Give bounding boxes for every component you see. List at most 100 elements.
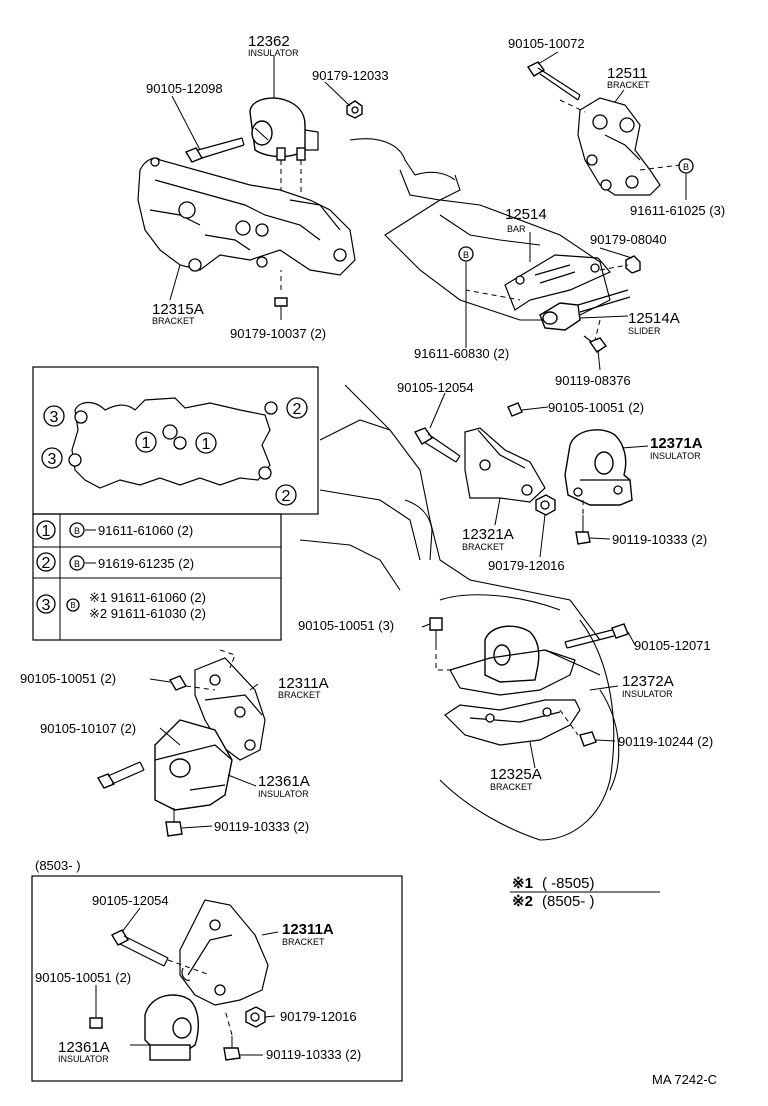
part-number-label: 91611-60830 (2) [414,346,509,361]
gasket-hole-icon [68,453,82,467]
part-number-label: 12514A [628,310,680,327]
slider-12514A-drawing [539,289,631,331]
part-number-label: 12311A [278,675,329,692]
part-number-label: 90105-12054 [397,380,474,395]
legend-marker: B [74,526,80,536]
gasket-callout-3a: 3 [43,405,65,427]
part-name-label: INSULATOR [258,789,309,799]
gasket-callout-2a: 2 [286,397,308,419]
part-name-label: INSULATOR [622,689,673,699]
bracket-12321A-drawing [464,427,546,503]
marker-letter: B [463,250,469,260]
part-number-label: 90119-10333 (2) [612,532,707,547]
note-2-range: (8505- ) [542,893,595,910]
part-name-label: INSULATOR [650,451,701,461]
part-number-label: 90105-10051 (2) [35,970,131,985]
engine-outline [299,138,620,841]
gasket-callout-3b: 3 [41,447,63,469]
legend-part-number: 91611-61060 (2) [98,523,193,538]
part-number-label: 90179-10037 (2) [230,326,326,341]
bolt-90105-10107-drawing [96,761,145,789]
note-1-mark: ※1 [512,875,533,892]
gasket-callout-2b: 2 [275,484,297,506]
part-number-label: 12315A [152,301,204,318]
gasket-hole-icon [258,466,272,480]
bolt-marker-b-icon [678,158,694,174]
part-number-label: 90119-10333 (2) [266,1047,361,1062]
part-number-label: 91611-61025 (3) [630,203,725,218]
part-number-label: 12511 [607,65,648,82]
part-number-label: 12371A [650,435,703,452]
bolt-90119-10333-left-drawing [165,808,183,837]
nut-90179-12033-drawing [346,100,363,119]
part-name-label: BAR [507,224,526,234]
part-labels: 12362 INSULATOR 90105-12098 90179-12033 … [20,33,725,1064]
legend-marker: B [70,601,75,610]
bolt-marker-b-icon [69,555,85,571]
legend-index: 3 [42,597,51,614]
part-number-label: 90105-12054 [92,893,169,908]
bolt-90105-10051-box-drawing [89,1008,103,1029]
bracket-12311A-box-drawing [179,899,269,1006]
gasket-detail-box [32,366,319,515]
part-name-label: BRACKET [152,316,195,326]
part-number-label: 90105-10107 (2) [40,721,136,736]
gasket-callout-label: 3 [48,451,57,468]
bolt-90119-08376-drawing [583,335,608,353]
bolt-90105-10072-drawing [526,61,581,101]
nut-90179-12016-box-drawing [245,1006,266,1028]
legend-index: 2 [42,555,51,572]
insulator-12362-drawing [249,97,319,161]
inset-date-label: (8503- ) [35,858,81,873]
gasket-hole-icon [173,436,187,450]
gasket-callout-1a: 1 [135,431,157,453]
part-name-label: BRACKET [462,542,505,552]
part-number-label: 90105-10051 (2) [548,400,644,415]
nut-90179-10037-drawing [274,297,288,312]
gasket-callout-label: 1 [142,435,151,452]
part-number-label: 12362 [248,33,290,50]
part-number-label: 90179-12033 [312,68,389,83]
bolt-90105-12054-drawing [413,427,461,463]
legend-index: 1 [42,523,51,540]
insulator-12372A-drawing [449,625,601,696]
part-name-label: BRACKET [607,80,650,90]
insulator-12371A-drawing [564,429,633,506]
part-name-label: BRACKET [278,690,321,700]
part-number-label: 12361A [58,1039,110,1056]
inset-variant-box [31,875,403,1082]
bolt-90105-12098-drawing [184,137,245,163]
part-number-label: 90119-10244 (2) [618,734,713,749]
part-number-label: 12361A [258,773,310,790]
legend-part-number: ※2 91611-61030 (2) [89,606,206,621]
gasket-hole-icon [264,401,278,415]
part-number-label: 90119-08376 [555,373,631,388]
bolt-90105-10051-top-drawing [507,402,523,417]
part-name-label: BRACKET [490,782,533,792]
legend-row-2: 2 B 91619-61235 (2) [36,552,194,572]
legend-row-3: 3 B ※1 91611-61060 (2) ※2 91611-61030 (2… [36,590,206,621]
part-number-label: 90105-10072 [508,36,585,51]
part-number-label: 12311A [282,921,334,938]
note-1-range: ( -8505) [542,875,595,892]
bracket-12315A-drawing [137,157,356,276]
bolt-90119-10244-drawing [579,731,597,747]
part-number-label: 90179-12016 [488,558,565,573]
legend-marker: B [74,559,80,569]
part-number-label: 90105-12071 [634,638,711,653]
bar-12514-drawing [504,254,611,311]
gasket-callout-label: 2 [282,488,291,505]
bolt-90105-12071-drawing [564,623,629,649]
gasket-callout-label: 3 [50,409,59,426]
part-name-label: INSULATOR [58,1054,109,1064]
nut-90179-08040-drawing [625,255,641,274]
bolt-legend-table: 1 B 91611-61060 (2) 2 B 91619-61235 (2) … [32,513,282,641]
bracket-12511-drawing [577,97,661,196]
marker-letter: B [683,162,689,172]
part-number-label: 12514 [505,206,547,223]
part-name-label: BRACKET [282,937,325,947]
insulator-12361A-left-drawing [154,719,233,811]
bolt-90105-10051-left-drawing [149,675,188,691]
bolt-marker-b-icon [458,246,474,262]
bolt-90119-10333-mid-drawing [575,515,591,545]
